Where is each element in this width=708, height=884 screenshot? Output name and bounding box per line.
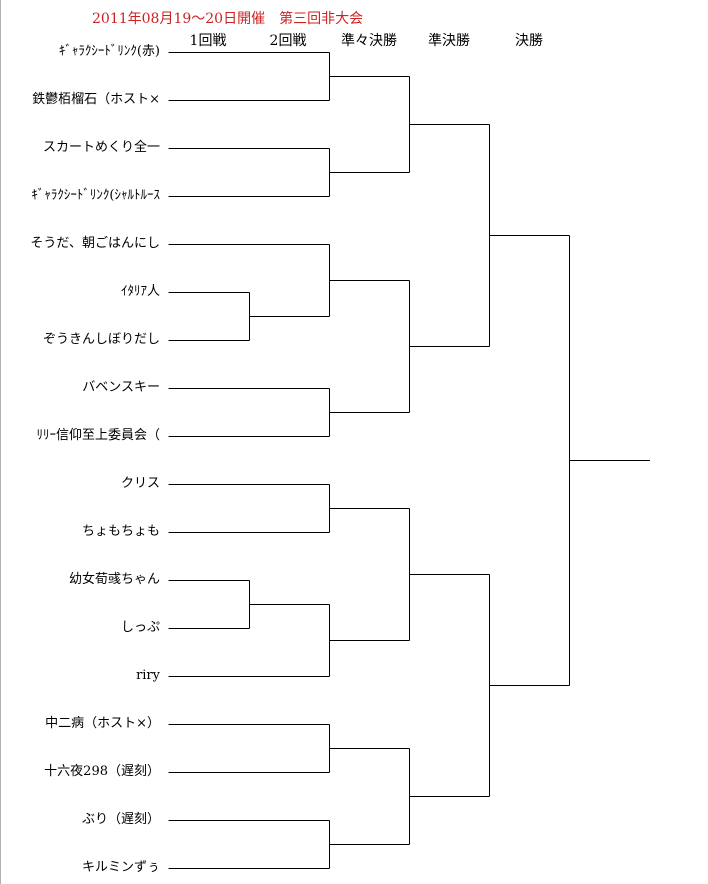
player-name: 幼女荀彧ちゃん [68, 572, 160, 587]
player-name: 中二病（ホスト×） [45, 716, 160, 731]
player-name: ちょもちょも [81, 524, 160, 539]
tournament-title: 2011年08月19〜20日開催 第三回非大会 [92, 11, 364, 27]
round-header-2: 2回戦 [269, 33, 307, 49]
player-name: バベンスキー [82, 380, 160, 395]
player-name: ｲﾀﾘｱ人 [120, 284, 160, 299]
round-header-3: 準々決勝 [341, 33, 397, 49]
player-name: ﾘﾘｰ信仰至上委員会（ [36, 428, 160, 443]
round-header-4: 準決勝 [428, 33, 470, 49]
player-name: スカートめくり全一 [42, 140, 160, 155]
round-header-1: 1回戦 [189, 33, 227, 49]
player-name: ぶり（遅刻） [81, 812, 160, 827]
player-name: riry [136, 668, 160, 683]
player-name: しっぷ [120, 620, 160, 635]
player-name: ぞうきんしぼりだし [42, 332, 160, 347]
player-name: キルミンずぅ [81, 860, 160, 875]
left-border [0, 0, 1, 884]
player-name: ｷﾞｬﾗｸｼｰﾄﾞﾘﾝｸ(ｼｬﾙﾄﾙｰｽ [31, 188, 160, 203]
player-name: ｷﾞｬﾗｸｼｰﾄﾞﾘﾝｸ(赤) [58, 44, 160, 59]
round-header-5: 決勝 [515, 33, 543, 49]
player-name: クリス [120, 476, 160, 491]
player-name: 鉄鬱栢榴石（ホスト× [32, 92, 160, 107]
player-name: 十六夜298（遅刻） [44, 764, 160, 779]
player-name: そうだ、朝ごはんにし [30, 236, 160, 251]
